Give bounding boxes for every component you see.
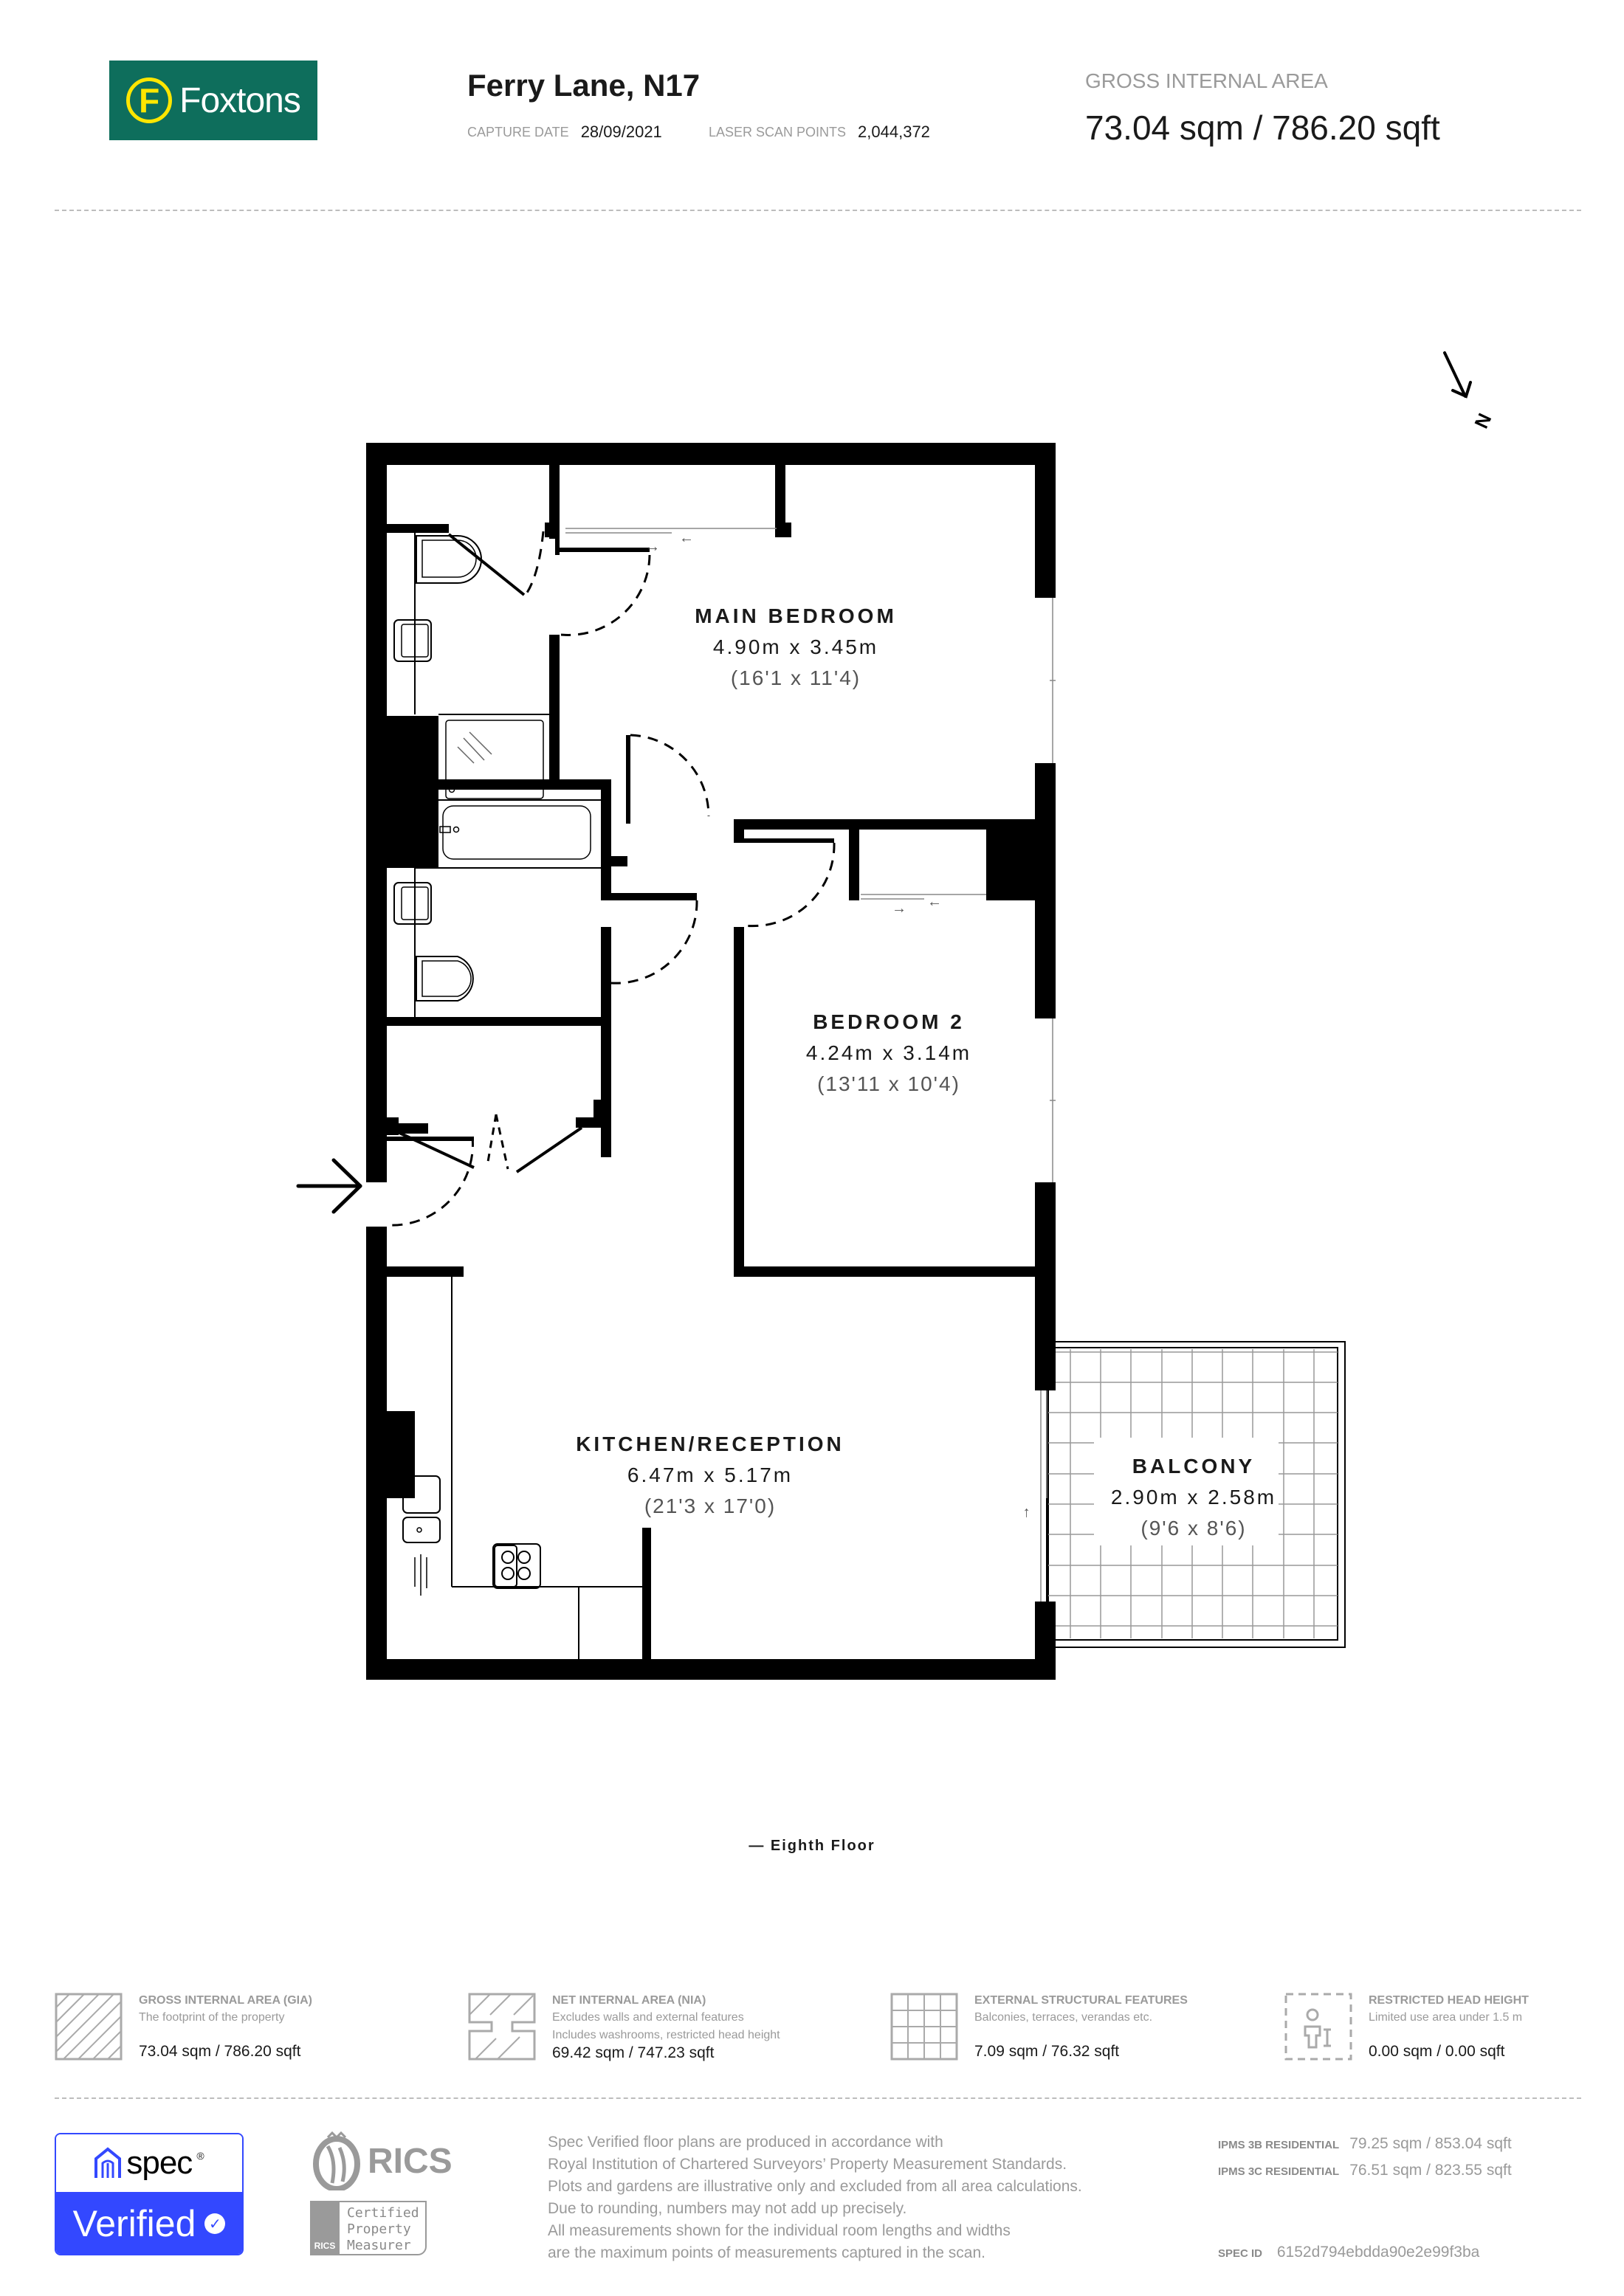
floor-plan: N bbox=[296, 351, 1496, 1680]
disclaimer-line: Plots and gardens are illustrative only … bbox=[548, 2178, 1082, 2195]
room-metric: 2.90m x 2.58m bbox=[1111, 1486, 1276, 1509]
room-metric: 6.47m x 5.17m bbox=[627, 1464, 793, 1486]
legend-value: 69.42 sqm / 747.23 sqft bbox=[552, 2044, 715, 2061]
cert-line: Certified bbox=[347, 2205, 419, 2221]
legend-value: 73.04 sqm / 786.20 sqft bbox=[139, 2043, 301, 2060]
spec-id-value: 6152d794ebdda90e2e99f3ba bbox=[1276, 2244, 1480, 2261]
cert-line: Property bbox=[347, 2221, 411, 2237]
foxtons-logo: F Foxtons bbox=[109, 61, 317, 140]
room-metric: 4.24m x 3.14m bbox=[806, 1041, 971, 1064]
foxtons-wordmark: Foxtons bbox=[179, 80, 301, 120]
rics-logo: RICS bbox=[310, 2131, 453, 2190]
gia-label: GROSS INTERNAL AREA bbox=[1085, 69, 1328, 92]
north-arrow-icon: N bbox=[1443, 351, 1496, 432]
room-metric: 4.90m x 3.45m bbox=[713, 635, 878, 658]
disclaimer-line: Royal Institution of Chartered Surveyors… bbox=[548, 2156, 1067, 2173]
spec-house-icon bbox=[94, 2147, 122, 2178]
hatched-area-icon bbox=[55, 1993, 123, 2061]
svg-text:←: ← bbox=[927, 894, 942, 910]
spec-registered: ® bbox=[196, 2150, 204, 2162]
sliding-door-arrows: → ← → ← → bbox=[645, 530, 1033, 1520]
legend-gia: GROSS INTERNAL AREA (GIA) The footprint … bbox=[55, 1993, 312, 2061]
legend-title: GROSS INTERNAL AREA (GIA) bbox=[139, 1994, 312, 2007]
legend-nia: NET INTERNAL AREA (NIA) Excludes walls a… bbox=[468, 1993, 780, 2061]
legend-restricted: RESTRICTED HEAD HEIGHT Limited use area … bbox=[1284, 1993, 1529, 2061]
legend-external: EXTERNAL STRUCTURAL FEATURES Balconies, … bbox=[890, 1993, 1188, 2061]
room-imperial: (9'6 x 8'6) bbox=[1140, 1517, 1246, 1540]
net-area-icon bbox=[468, 1993, 536, 2061]
legend-title: EXTERNAL STRUCTURAL FEATURES bbox=[974, 1994, 1188, 2007]
cert-line: Measurer bbox=[347, 2238, 411, 2253]
scan-points: LASER SCAN POINTS 2,044,372 bbox=[709, 123, 930, 142]
disclaimer-line: Spec Verified floor plans are produced i… bbox=[548, 2134, 943, 2151]
rics-lion-icon bbox=[313, 2131, 360, 2190]
legend-desc: The footprint of the property bbox=[139, 2011, 285, 2024]
spec-verified-badge: spec ® Verified ✓ bbox=[55, 2133, 244, 2255]
person-height-icon bbox=[1284, 1993, 1352, 2061]
spec-wordmark: spec bbox=[126, 2145, 193, 2181]
disclaimer-line: All measurements shown for the individua… bbox=[548, 2222, 1011, 2239]
room-imperial: (16'1 x 11'4) bbox=[731, 666, 861, 689]
scan-points-label: LASER SCAN POINTS bbox=[709, 124, 847, 139]
disclaimer-line: are the maximum points of measurements c… bbox=[548, 2244, 985, 2261]
room-imperial: (13'11 x 10'4) bbox=[817, 1072, 960, 1095]
room-name: KITCHEN/RECEPTION bbox=[576, 1433, 844, 1455]
svg-text:→: → bbox=[892, 900, 906, 917]
room-imperial: (21'3 x 17'0) bbox=[644, 1495, 776, 1517]
grid-area-icon bbox=[890, 1993, 958, 2061]
capture-date: CAPTURE DATE 28/09/2021 bbox=[467, 123, 662, 142]
legend-value: 7.09 sqm / 76.32 sqft bbox=[974, 2043, 1120, 2060]
floor-label: — Eighth Floor bbox=[749, 1838, 875, 1854]
svg-text:←: ← bbox=[679, 530, 694, 546]
legend-value: 0.00 sqm / 0.00 sqft bbox=[1369, 2043, 1505, 2060]
legend-desc: Limited use area under 1.5 m bbox=[1369, 2011, 1523, 2024]
legend-desc: Includes washrooms, restricted head heig… bbox=[552, 2029, 780, 2041]
windows bbox=[565, 528, 1056, 1602]
legend-desc: Balconies, terraces, verandas etc. bbox=[974, 2011, 1153, 2024]
room-labels: MAIN BEDROOM 4.90m x 3.45m (16'1 x 11'4)… bbox=[576, 604, 1276, 1540]
balcony-area bbox=[1046, 1341, 1346, 1648]
legend-desc: Excludes walls and external features bbox=[552, 2011, 744, 2024]
foxtons-f-icon: F bbox=[126, 77, 173, 123]
scan-points-value: 2,044,372 bbox=[858, 123, 930, 141]
gia-value: 73.04 sqm / 786.20 sqft bbox=[1085, 108, 1440, 147]
verified-label: Verified bbox=[72, 2203, 196, 2244]
legend-title: NET INTERNAL AREA (NIA) bbox=[552, 1994, 706, 2007]
walls bbox=[366, 443, 1056, 1680]
room-name: BALCONY bbox=[1132, 1455, 1255, 1478]
header-divider bbox=[55, 210, 1581, 211]
room-name: BEDROOM 2 bbox=[813, 1010, 965, 1033]
fixtures bbox=[388, 533, 642, 1659]
check-icon: ✓ bbox=[204, 2213, 226, 2234]
rics-wordmark: RICS bbox=[368, 2141, 453, 2181]
rics-certified-badge: RICS Certified Property Measurer bbox=[310, 2201, 453, 2255]
spec-id-label: SPEC ID bbox=[1218, 2247, 1263, 2260]
rics-mini-logo: RICS bbox=[310, 2201, 340, 2255]
disclaimer: Spec Verified floor plans are produced i… bbox=[548, 2131, 1082, 2264]
footer-divider bbox=[55, 2097, 1581, 2099]
property-title: Ferry Lane, N17 bbox=[467, 68, 701, 103]
entrance-arrow-icon bbox=[296, 1158, 362, 1214]
legend-title: RESTRICTED HEAD HEIGHT bbox=[1369, 1994, 1529, 2007]
door-swings bbox=[386, 531, 836, 1227]
svg-text:→: → bbox=[645, 539, 660, 555]
disclaimer-line: Due to rounding, numbers may not add up … bbox=[548, 2200, 907, 2217]
room-name: MAIN BEDROOM bbox=[695, 604, 897, 627]
spec-id: SPEC ID 6152d794ebdda90e2e99f3ba bbox=[1218, 2244, 1479, 2261]
capture-date-label: CAPTURE DATE bbox=[467, 124, 569, 139]
svg-text:→: → bbox=[1016, 1506, 1033, 1520]
capture-date-value: 28/09/2021 bbox=[580, 123, 662, 141]
rics-logos: RICS RICS Certified Property Measurer bbox=[310, 2131, 453, 2255]
north-label: N bbox=[1470, 410, 1496, 432]
